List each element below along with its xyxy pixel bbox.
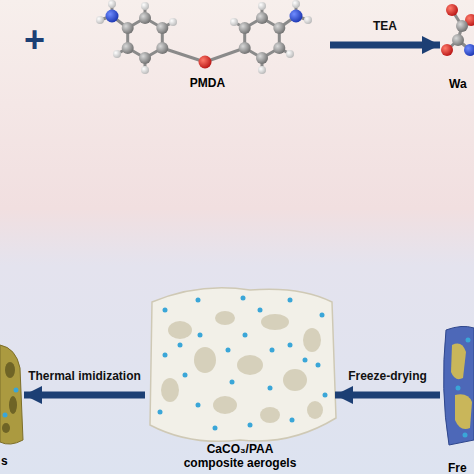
- molecule-model: [441, 4, 474, 56]
- node-label: s: [1, 454, 23, 468]
- edge-label: Freeze-drying: [348, 369, 427, 383]
- process-arrow: [335, 392, 440, 399]
- sample-node: Fre: [440, 325, 474, 474]
- polyimide-aerogel: [0, 345, 23, 444]
- molecule-node: PMDA: [85, 2, 330, 94]
- node-label: PMDA: [85, 76, 330, 90]
- molecule-node: Wa: [440, 2, 474, 94]
- node-label: Fre: [448, 461, 474, 474]
- molecule-model: [100, 4, 308, 70]
- node-label: Wa: [449, 77, 474, 91]
- atoms: [96, 0, 312, 74]
- process-arrow: [24, 392, 145, 399]
- composite-aerogel: [150, 288, 336, 442]
- edge-label: TEA: [373, 19, 397, 33]
- aerogel-node: CaCO₃/PAA composite aerogels: [145, 280, 335, 474]
- node-label: CaCO₃/PAA composite aerogels: [180, 442, 300, 470]
- reaction-arrow: [330, 42, 440, 49]
- frozen-sample: [444, 326, 474, 445]
- aerogel-node: s: [0, 340, 24, 474]
- edge-label: Thermal imidization: [28, 369, 141, 383]
- plus-sign: +: [24, 22, 45, 58]
